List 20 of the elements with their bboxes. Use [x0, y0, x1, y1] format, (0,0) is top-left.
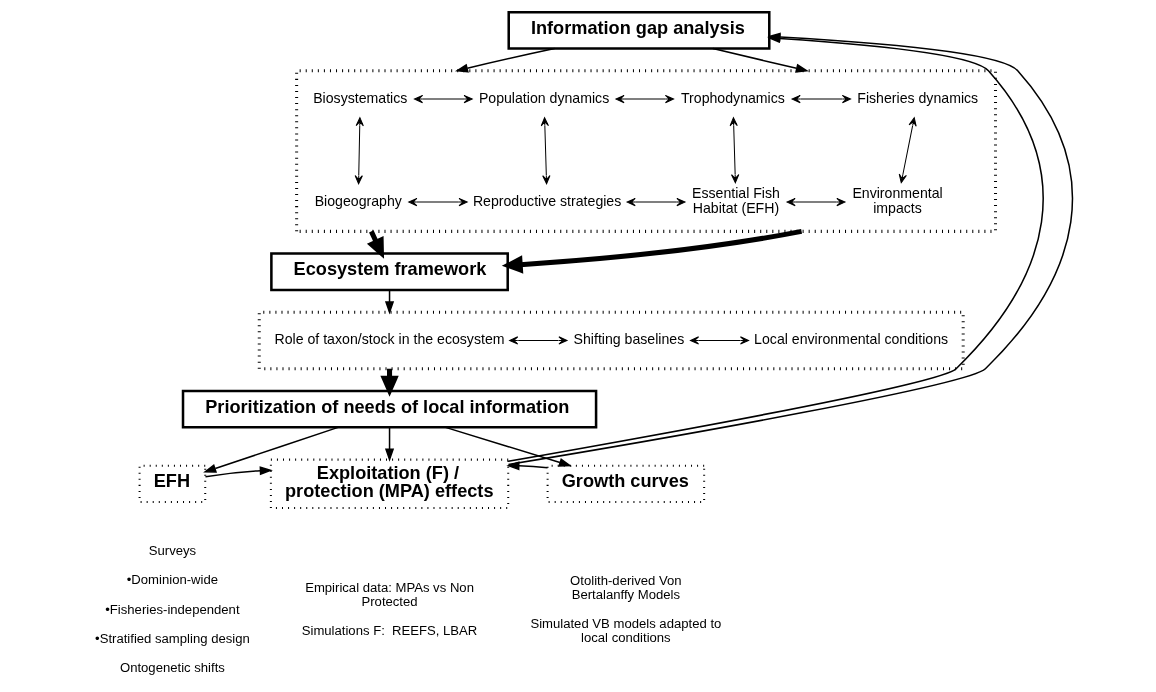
- node-text: Essential Fish Habitat (EFH): [691, 185, 780, 217]
- node-label: Simulated VB models adapted to local conditions: [529, 616, 721, 646]
- node-label: •Fisheries-independent: [104, 601, 240, 617]
- node-label: Otolith-derived Von Bertalanffy Models: [569, 572, 682, 602]
- node-text: Population dynamics: [478, 89, 609, 106]
- node-text: Shifting baselines: [573, 331, 684, 348]
- node-text: Fisheries dynamics: [856, 89, 978, 106]
- node-label: •Stratified sampling design: [94, 630, 250, 646]
- node-text: Reproductive strategies: [472, 192, 621, 209]
- node-label: Simulations F: REEFS, LBAR: [301, 623, 477, 639]
- node-text: Trophodynamics: [680, 89, 785, 106]
- node-label: Empirical data: MPAs vs Non Protected: [304, 579, 474, 609]
- node-text: Biosystematics: [312, 89, 407, 106]
- node-text: Local environmental conditions: [753, 331, 948, 348]
- node-text: Role of taxon/stock in the ecosystem: [274, 331, 505, 348]
- node-label: •Dominion-wide: [126, 572, 218, 588]
- node-label: Surveys: [148, 542, 196, 558]
- node-text: Environmental impacts: [851, 185, 943, 217]
- node-label: Ontogenetic shifts: [119, 660, 225, 676]
- node-text: Biogeography: [314, 192, 402, 209]
